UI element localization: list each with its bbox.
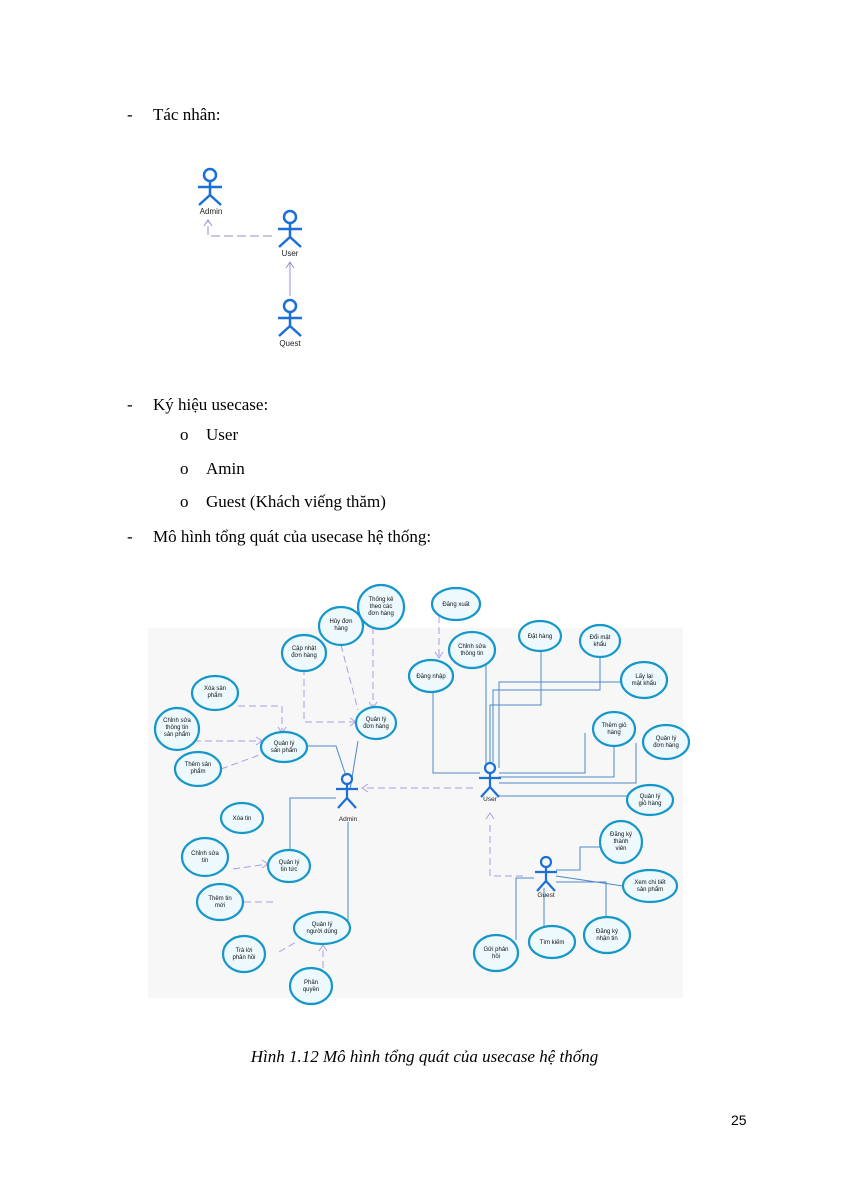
usecase-phan-quyen [288,966,334,1006]
bullet-actors: - Tác nhân: [127,105,221,125]
label-xoa-tin: Xóa tin [233,816,252,822]
usecase-quan-ly-tin-tuc [266,848,312,884]
usecase-dang-ky-thanh-vien [598,819,644,865]
label-dat-hang: Đặt hàng [528,634,552,640]
usecase-tim-kiem [527,924,577,960]
usecase-huy-don-hang [317,605,365,647]
diagram-user-actor [479,761,501,798]
usecase-doi-mat-khau [578,623,622,659]
bullet-dash: - [127,395,133,414]
guest-actor-label: Quest [279,339,301,348]
usecase-chinh-sua-thong-tin [447,630,497,670]
diagram-admin-label: Admin [339,816,358,823]
diagram-background [148,628,683,998]
actor-generalizations [203,219,295,296]
usecase-xoa-san-pham [190,674,240,712]
usecase-them-gio-hang [591,710,637,748]
usecase-cap-nhat-don-hang [280,633,328,673]
bullet-circle: o [180,459,189,478]
diagram-admin-actor [336,772,358,809]
usecase-xem-chi-tiet-san-pham [621,868,679,904]
bullet-circle: o [180,425,189,444]
label-dang-xuat: Đăng xuất [442,602,470,608]
usecase-ellipses [153,583,691,1006]
usecase-quan-ly-san-pham [259,730,309,764]
bullet-dash: - [127,105,133,124]
usecase-tra-loi-phan-hoi [221,934,267,974]
guest-actor [278,298,302,337]
actors-heading: Tác nhân: [153,105,221,124]
admin-actor [198,167,222,206]
usecase-them-san-pham [173,750,223,788]
diagram-user-label: User [483,796,498,803]
usecase-xoa-tin [219,801,265,835]
usecase-chinh-sua-thong-tin-san-pham [153,706,201,752]
user-actor-label: User [282,249,299,258]
diagram-connectors [194,616,637,968]
figure-caption: Hình 1.12 Mô hình tổng quát của usecase … [250,1047,599,1066]
bullet-circle: o [180,492,189,511]
usecase-quan-ly-gio-hang [625,783,675,817]
usecase-thong-ke [356,583,406,631]
bullet-overview: - Mô hình tổng quát của usecase hệ thống… [127,527,431,547]
usecase-symbols-heading: Ký hiệu usecase: [153,395,269,414]
usecase-quan-ly-don-hang-admin [354,705,398,741]
page-number: 25 [731,1112,747,1128]
label-tim-kiem: Tìm kiếm [540,940,565,946]
usecase-quan-ly-nguoi-dung [292,910,352,946]
usecase-dang-xuat [430,586,482,622]
admin-actor-label: Admin [200,207,223,216]
diagram-guest-label: Guest [537,892,555,899]
user-actor [278,209,302,248]
usecase-dang-nhap [407,658,455,694]
overview-heading: Mô hình tổng quát của usecase hệ thống: [153,527,432,546]
usecase-lay-lai-mat-khau [619,660,669,700]
label-dang-nhap: Đăng nhập [416,674,446,680]
usecase-dang-ky-nhan-tin [582,915,632,955]
diagram-guest-actor [535,855,557,892]
usecase-quan-ly-don-hang-user [641,723,691,761]
usecase-chinh-sua-tin [180,836,230,878]
bullet-dash: - [127,527,133,546]
usecase-them-tin-moi [195,882,245,922]
bullet-usecase-symbols: - Ký hiệu usecase: [127,395,268,415]
usecase-dat-hang [517,619,563,653]
usecase-gui-phan-hoi [472,933,520,973]
